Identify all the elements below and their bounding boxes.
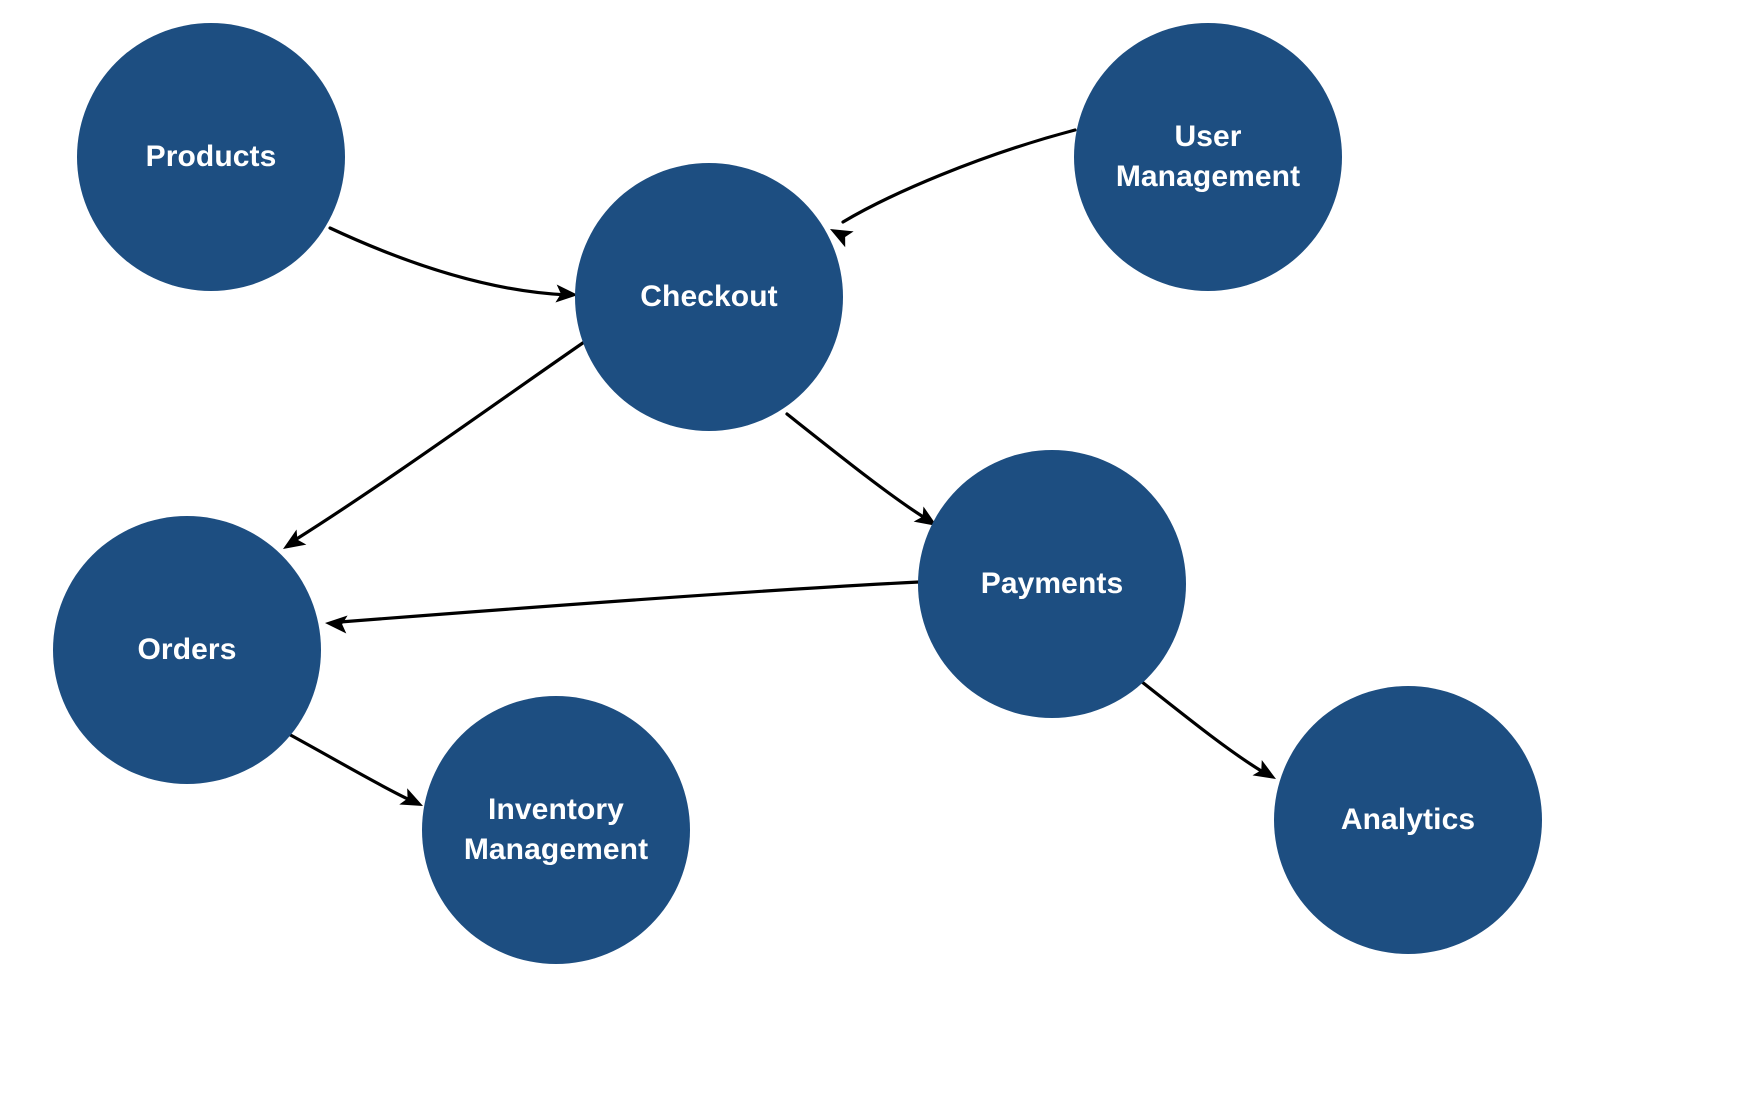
edge-checkout-orders (293, 336, 592, 542)
node-products[interactable]: Products (77, 23, 345, 291)
edge-payments-analytics (1135, 676, 1265, 774)
node-label-products: Products (145, 140, 277, 174)
arrowhead-usermgmt-checkout (830, 229, 854, 248)
node-label-analytics: Analytics (1340, 803, 1476, 837)
arrowhead-checkout-payments (913, 506, 937, 526)
node-checkout[interactable]: Checkout (575, 163, 843, 431)
node-payments[interactable]: Payments (918, 450, 1186, 718)
edge-usermgmt-checkout (841, 128, 1077, 224)
node-inventory[interactable]: Inventory Management (422, 696, 690, 964)
node-label-user_mgmt: User Management (1115, 120, 1301, 193)
node-analytics[interactable]: Analytics (1274, 686, 1542, 954)
arrowhead-products-checkout (555, 284, 578, 303)
edge-payments-orders (338, 580, 921, 624)
edge-products-checkout (328, 226, 570, 297)
edge-paths (283, 128, 1265, 802)
node-orders[interactable]: Orders (53, 516, 321, 784)
arrowhead-payments-orders (325, 615, 348, 634)
arrowhead-orders-inventory (399, 788, 423, 806)
edge-orders-inventory (283, 730, 412, 802)
node-label-orders: Orders (137, 633, 237, 667)
edge-checkout-payments (785, 412, 927, 520)
node-user_mgmt[interactable]: User Management (1074, 23, 1342, 291)
arrowhead-checkout-orders (283, 529, 307, 549)
arrow-heads (283, 229, 1276, 806)
node-label-payments: Payments (980, 567, 1124, 601)
arrowhead-payments-analytics (1252, 759, 1276, 779)
node-label-checkout: Checkout (640, 280, 778, 314)
node-label-inventory: Inventory Management (463, 793, 649, 866)
